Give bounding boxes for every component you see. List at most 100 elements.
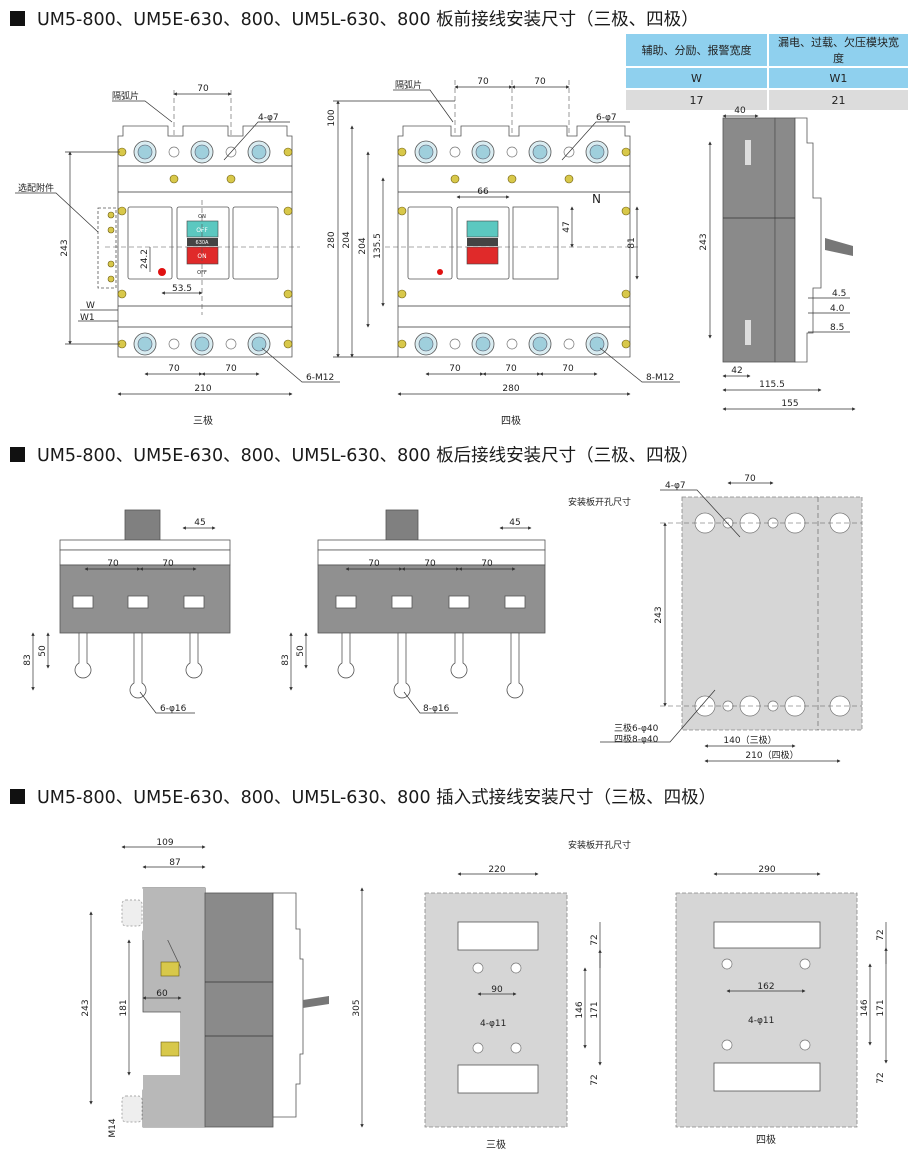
optional-accessory [97,207,117,289]
dimension-label: 72 [876,929,886,940]
callout-holes: 8-φ16 [423,704,450,714]
callout-holes: 6-φ16 [160,704,187,714]
dimension-label: 140（三极） [723,734,776,746]
panel-cutout-title: 安装板开孔尺寸 [568,839,631,851]
front-view-3-pole: ON OFF 630A ON OFF [15,84,340,427]
dimension-label: 83 [23,654,33,665]
dimension-label: 72 [876,1072,886,1083]
terminal-bolts [121,899,180,1123]
callout-arc-barrier: 隔弧片 [112,90,139,102]
dimension-label: 115.5 [759,380,785,390]
front-view-4-pole: 70 70 隔弧片 6-φ7 100 280 204 204 135.5 66 … [327,77,680,427]
side-view: 40 243 4.5 4.0 8.5 42 115.5 155 [699,106,856,411]
dimension-label: 66 [477,187,489,197]
callout-arc-barrier: 隔弧片 [395,79,422,91]
dimension-label: 90 [491,985,503,995]
table-cell: 17 [626,90,767,110]
dimension-label: 243 [699,233,709,250]
dimension-label: 210 [194,384,211,394]
table-cell: W [626,68,767,88]
section-title-text: UM5-800、UM5E-630、800、UM5L-630、800 板后接线安装… [37,446,699,466]
dimension-label: W [86,301,95,311]
mounting-screws [397,147,631,349]
table-cell: 21 [768,90,908,110]
dimension-label: 70 [162,559,174,569]
panel-cutout-title: 安装板开孔尺寸 [568,496,631,508]
dimension-label: 60 [156,989,168,999]
dimension-label: 70 [534,77,546,87]
drawing-caption: 三极 [193,414,213,427]
bullet-square-icon [10,789,25,804]
section-title-front-wiring: UM5-800、UM5E-630、800、UM5L-630、800 板前接线安装… [10,6,699,31]
dimension-label: 70 [744,474,756,484]
dimension-label: 24.2 [140,249,150,269]
dimension-label: 70 [107,559,119,569]
dimension-label: M14 [108,1118,118,1137]
dimension-label: 155 [781,399,798,409]
mounting-screws [117,147,293,349]
dimension-label: 4.0 [830,304,845,314]
dimension-label: 280 [327,231,337,248]
dimension-label: 162 [757,982,774,992]
dimension-label: 181 [119,999,129,1016]
dimension-label: 47 [562,221,572,232]
section-title-text: UM5-800、UM5E-630、800、UM5L-630、800 板前接线安装… [37,10,699,30]
test-button-icon [158,268,166,276]
dimension-label: 305 [352,999,362,1016]
bullet-square-icon [10,11,25,26]
dimension-label: 53.5 [172,284,192,294]
section-title-text: UM5-800、UM5E-630、800、UM5L-630、800 插入式接线安… [37,788,717,808]
dimension-label: 109 [156,838,173,848]
callout-holes: 4-φ7 [665,481,686,491]
dimension-label: 210（四极） [745,749,798,761]
drawing-caption: 四极 [756,1133,776,1146]
bullet-square-icon [10,447,25,462]
callout-holes-4-pole: 四极8-φ40 [614,733,659,745]
dimension-label: 70 [225,364,237,374]
terminals-top [133,140,271,164]
dimension-label: 83 [281,654,291,665]
dimension-label: 70 [481,559,493,569]
plugin-panel-4-pole: 290 162 4-φ11 72 146 171 72 四极 [675,865,888,1146]
dimension-label: 171 [590,1001,600,1018]
dimension-label: W1 [80,313,95,323]
plugin-side-view: 109 87 60 243 181 305 M14 [81,838,364,1138]
dimension-label: 100 [327,109,337,126]
dimension-label: 146 [575,1001,585,1018]
callout-holes-3-pole: 三极6-φ40 [614,722,659,734]
dimension-label: 70 [168,364,180,374]
dimension-label: 243 [654,606,664,623]
table-header: 漏电、过载、欠压模块宽度 [768,34,908,66]
callout-mounting-holes: 6-φ7 [596,113,617,123]
dimension-label: 45 [509,518,520,528]
terminals-bottom [133,332,271,356]
dimension-label: 280 [502,384,519,394]
rear-view-4-pole: 70 70 70 45 50 83 8-φ16 [281,509,546,714]
dimension-label: 8.5 [830,323,844,333]
section-title-rear-wiring: UM5-800、UM5E-630、800、UM5L-630、800 板后接线安装… [10,442,699,467]
callout-holes: 4-φ11 [748,1016,774,1026]
dimension-label: 45 [194,518,205,528]
dimension-label: 171 [876,999,886,1016]
callout-optional-accessory: 选配附件 [18,182,54,194]
drawing-caption: 三极 [486,1138,506,1151]
dimension-label: 70 [505,364,517,374]
dimension-label: 87 [169,858,180,868]
callout-mounting-holes: 4-φ7 [258,113,279,123]
drawing-caption: 四极 [501,414,521,427]
dimension-label: 204 [342,231,352,248]
dimension-label: 243 [60,239,70,256]
dimension-label: 42 [731,366,742,376]
dimension-label: 40 [734,106,746,116]
neutral-pole-label: N [592,192,601,206]
dimension-label: 72 [590,1074,600,1085]
dimension-label: 81 [627,237,637,248]
dimension-label: 290 [758,865,775,875]
dimension-label: 70 [477,77,489,87]
dimension-label: 70 [368,559,380,569]
table-header: 辅助、分励、报警宽度 [626,34,767,66]
dimension-label: 50 [296,645,306,657]
dimension-label: 204 [358,237,368,254]
